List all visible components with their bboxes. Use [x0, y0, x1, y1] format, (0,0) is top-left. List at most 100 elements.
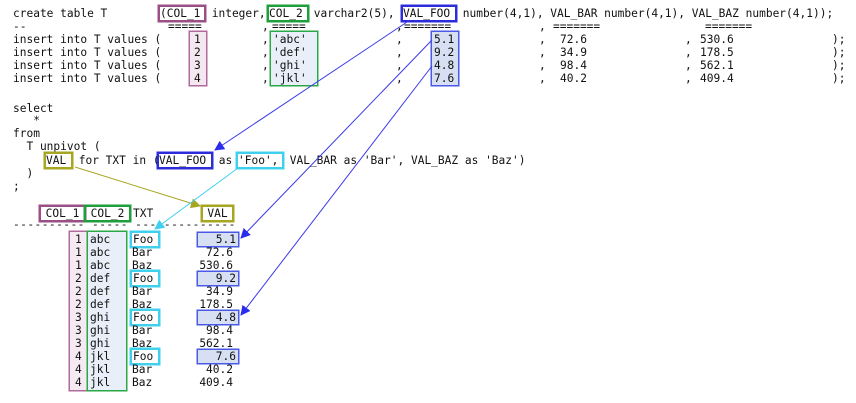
create-prefix: create table T: [13, 7, 108, 20]
from-keyword: from: [13, 127, 40, 140]
result-col2-cell: jkl: [90, 350, 111, 363]
result-txt-cell: Foo: [132, 311, 158, 324]
col1-def: (COL_1: [160, 7, 201, 20]
foo-literal-box: 'Foo',: [238, 154, 282, 167]
underline-baz: =======: [705, 20, 753, 33]
insert-bar-value: 98.4: [560, 59, 587, 72]
result-col1-frame: [70, 232, 87, 390]
result-col1-cell: 2: [75, 272, 82, 285]
arrow-val-to-result-header: [74, 166, 201, 209]
result-val-cell: 7.6: [198, 350, 238, 363]
result-txt-cell: Foo: [132, 350, 158, 363]
col1-values-frame: [190, 32, 206, 85]
insert-comma: ,: [685, 72, 692, 85]
result-col2-frame: [88, 232, 126, 390]
insert-comma: ,: [685, 59, 692, 72]
semicolon: ;: [13, 180, 20, 193]
valfoo-def-box: VAL_FOO: [403, 7, 455, 20]
col2-def: COL_2: [269, 7, 303, 20]
insert-bar-value: 34.9: [560, 46, 587, 59]
insert-foo-value: 4.8: [434, 59, 455, 72]
close-paren: ): [13, 167, 34, 180]
result-col2-header: COL_2: [86, 207, 129, 220]
insert-baz-value: 530.6: [700, 33, 734, 46]
col2-type: varchar2(5),: [307, 7, 395, 20]
result-txt-header: TXT: [133, 207, 154, 220]
result-val-cell: 178.5: [199, 298, 233, 311]
result-col1-cell: 3: [75, 324, 82, 337]
insert-close: );: [832, 59, 846, 72]
insert-comma: ,: [396, 33, 403, 46]
insert-col2-value: 'ghi': [273, 59, 307, 72]
result-col1-cell: 4: [75, 363, 82, 376]
col1-header-text: COL_1: [45, 207, 80, 220]
insert-col1-value: 4: [194, 72, 201, 85]
result-col2-cell: ghi: [90, 311, 111, 324]
result-txt-cell: Bar: [132, 246, 153, 259]
col1-type: integer,: [205, 7, 266, 20]
result-col1-cell: 1: [75, 233, 82, 246]
result-txt-cell: Baz: [132, 337, 153, 350]
insert-comma: ,: [396, 59, 403, 72]
result-col2-cell: def: [90, 285, 111, 298]
comment-dashes: --: [13, 20, 27, 33]
result-val-cell: 4.8: [198, 311, 238, 324]
unpivot-val: VAL: [46, 154, 67, 167]
result-txt-cell: Bar: [132, 324, 153, 337]
result-txt-cell: Baz: [132, 298, 153, 311]
underline-comma2: ,: [396, 20, 403, 33]
result-col2-cell: def: [90, 272, 111, 285]
result-val-cell: 9.2: [198, 272, 238, 285]
col2-header-text: COL_2: [90, 207, 125, 220]
result-col1-cell: 4: [75, 376, 82, 389]
insert-close: );: [832, 46, 846, 59]
result-txt-cell: Baz: [132, 376, 153, 389]
result-col2-cell: abc: [90, 259, 111, 272]
insert-col2-value: 'jkl': [273, 72, 307, 85]
insert-foo-value: 7.6: [434, 72, 455, 85]
valfoo-def: VAL_FOO: [403, 7, 451, 20]
underline-foo: =======: [404, 20, 452, 33]
underline-bar: =======: [553, 20, 601, 33]
insert-col1-value: 2: [194, 46, 201, 59]
insert-comma: ,: [396, 46, 403, 59]
underline-comma3: ,: [539, 20, 546, 33]
result-col2-cell: jkl: [90, 363, 111, 376]
insert-col1-value: 3: [194, 59, 201, 72]
insert-comma: ,: [396, 72, 403, 85]
insert-bar-value: 72.6: [560, 33, 587, 46]
insert-foo-value: 9.2: [434, 46, 455, 59]
col2-def-box: COL_2: [269, 7, 307, 20]
result-txt-cell: Foo: [132, 272, 158, 285]
insert-comma: ,: [262, 46, 269, 59]
insert-close: );: [832, 72, 846, 85]
insert-comma: ,: [262, 59, 269, 72]
insert-comma: ,: [685, 46, 692, 59]
underline-comma: ,: [262, 20, 269, 33]
result-col2-cell: abc: [90, 246, 111, 259]
result-col2-cell: ghi: [90, 324, 111, 337]
foo-literal: 'Foo',: [238, 154, 279, 167]
result-col1-cell: 1: [75, 259, 82, 272]
insert-comma: ,: [539, 46, 546, 59]
unpivot-rest: VAL_BAR as 'Bar', VAL_BAZ as 'Baz'): [283, 154, 526, 167]
select-keyword: select: [13, 102, 54, 115]
insert-comma: ,: [539, 72, 546, 85]
insert-bar-value: 40.2: [560, 72, 587, 85]
result-col2-cell: def: [90, 298, 111, 311]
result-val-cell: 98.4: [206, 324, 233, 337]
arrow-foo-51-to-result: [240, 39, 433, 239]
unpivot-clause: T unpivot (: [13, 140, 101, 153]
for-txt-in: for TXT in (: [72, 154, 160, 167]
result-txt-cell: Foo: [132, 233, 158, 246]
result-col1-header: COL_1: [41, 207, 84, 220]
result-val-cell: 40.2: [206, 363, 233, 376]
insert-comma: ,: [262, 33, 269, 46]
insert-comma: ,: [685, 33, 692, 46]
result-col2-cell: jkl: [90, 376, 111, 389]
insert-col2-value: 'def': [273, 46, 307, 59]
result-txt-cell: Baz: [132, 259, 153, 272]
result-dashes: ---------- ----- --- ----------: [13, 218, 236, 231]
insert-col2-value: 'abc': [273, 33, 307, 46]
result-txt-cell: Bar: [132, 285, 153, 298]
